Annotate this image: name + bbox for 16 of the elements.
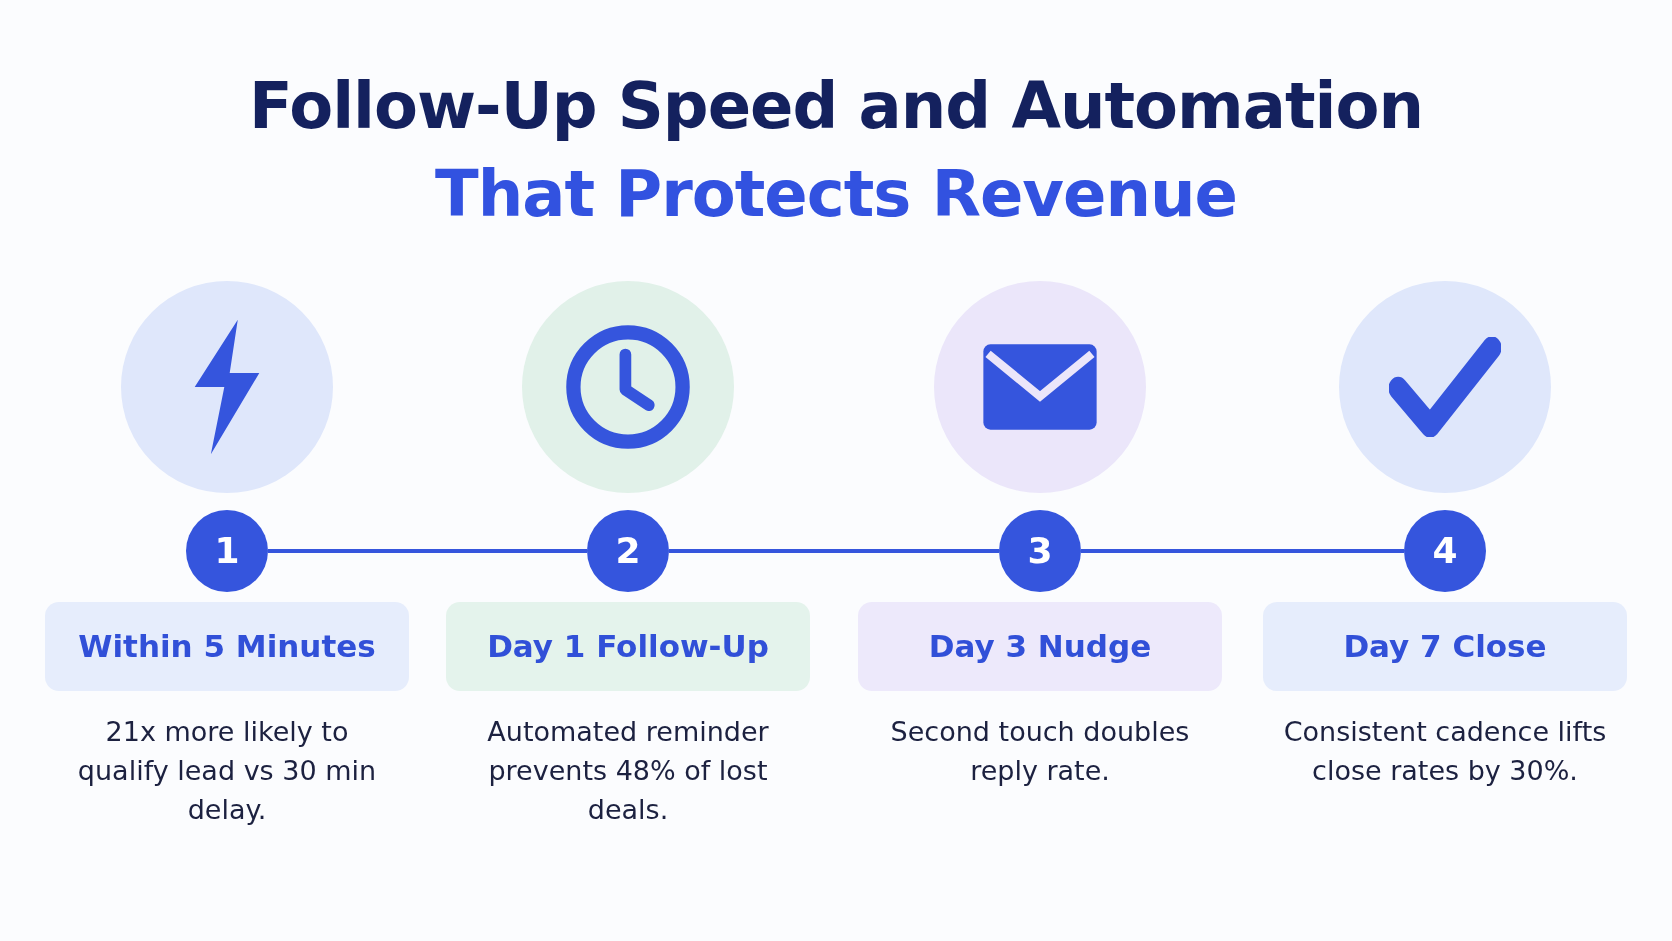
step-number-circle: 1 — [186, 510, 268, 592]
title: Follow-Up Speed and Automation That Protects Revenue — [248, 68, 1424, 233]
timeline-line — [1081, 549, 1404, 553]
step-description: Automated reminder prevents 48% of lost deals. — [486, 715, 770, 827]
step-number-circle: 3 — [999, 510, 1081, 592]
timeline-line — [268, 549, 587, 553]
timeline-line — [669, 549, 999, 553]
step-title: Day 1 Follow-Up — [446, 602, 810, 691]
step-description: 21x more likely to qualify lead vs 30 min delay. — [76, 715, 378, 827]
step-description: Consistent cadence lifts close rates by 30%. — [1282, 715, 1608, 788]
step-number-circle: 2 — [587, 510, 669, 592]
step-title: Day 7 Close — [1263, 602, 1627, 691]
step-number-circle: 4 — [1404, 510, 1486, 592]
step-title: Day 3 Nudge — [858, 602, 1222, 691]
step-title: Within 5 Minutes — [45, 602, 409, 691]
step-description: Second touch doubles reply rate. — [889, 715, 1191, 788]
